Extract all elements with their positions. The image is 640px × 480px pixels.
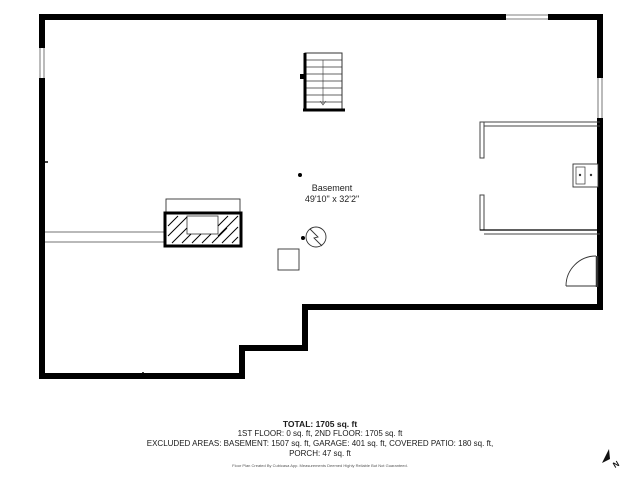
disclaimer: Floor Plan Created By Cubicasa App. Meas…: [232, 463, 408, 468]
fireplace: [163, 198, 243, 248]
partition-left: [45, 231, 166, 243]
compass-letter: N: [611, 459, 621, 470]
excluded-areas-line1: EXCLUDED AREAS: BASEMENT: 1507 sq. ft, G…: [146, 439, 494, 448]
staircase: [303, 52, 345, 112]
window-right: [596, 78, 604, 118]
room-label: Basement 49'10" x 32'2": [282, 183, 382, 205]
window-top: [506, 13, 548, 21]
room-name: Basement: [311, 183, 353, 193]
stair-post: [300, 74, 304, 79]
right-room-walls: [479, 121, 600, 235]
door-swing: [565, 255, 599, 287]
sink-icon: [572, 163, 599, 188]
compass-icon: N: [602, 449, 621, 470]
floor-plan: [38, 13, 604, 379]
area-summary: TOTAL: 1705 sq. ft 1ST FLOOR: 0 sq. ft, …: [0, 419, 640, 459]
window-left: [38, 48, 46, 78]
electrical-panel-icon: [305, 226, 327, 248]
total-area: TOTAL: 1705 sq. ft: [282, 419, 358, 429]
excluded-areas-line2: PORCH: 47 sq. ft: [289, 449, 351, 458]
floor-areas: 1ST FLOOR: 0 sq. ft, 2ND FLOOR: 1705 sq.…: [237, 429, 403, 438]
column-dot: [298, 173, 302, 177]
column-dot: [301, 236, 305, 240]
appliance-box: [277, 248, 300, 271]
room-dimensions: 49'10" x 32'2": [304, 194, 360, 204]
